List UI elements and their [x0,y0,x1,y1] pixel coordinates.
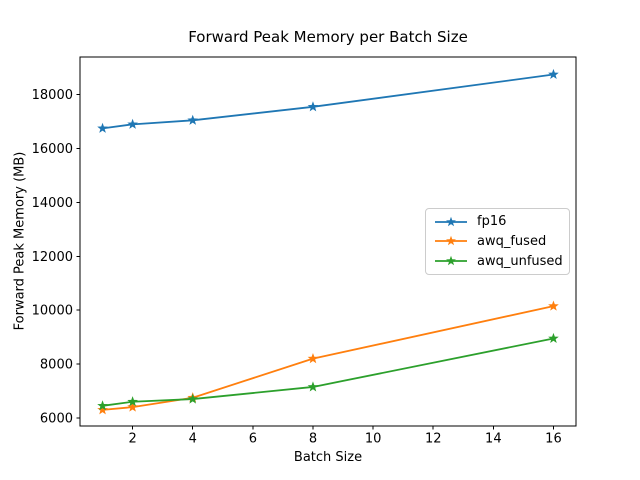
y-tick-label: 14000 [32,196,73,211]
series-marker-awq_unfused [97,400,108,411]
series-marker-fp16 [187,114,199,125]
legend-label: awq_fused [477,233,547,249]
series-marker-fp16 [127,118,138,129]
series-marker-awq_unfused [548,332,559,343]
legend-line-marker-icon [435,255,467,266]
legend-line-marker-icon [435,216,467,227]
x-tick-label: 6 [249,432,257,447]
series-line-fp16 [101,73,555,130]
series-marker-fp16 [307,101,319,112]
series-marker-awq_unfused [127,396,138,407]
axes-box [79,56,577,427]
x-tick-label: 4 [189,432,197,447]
y-tick-label: 16000 [32,142,73,157]
y-tick-label: 10000 [32,304,73,319]
series-line-awq_fused [101,305,555,411]
legend-item-awq-fused: awq_fused [434,232,563,251]
series-marker-fp16 [548,68,559,80]
legend-label: awq_unfused [477,253,563,269]
x-tick-label: 12 [425,432,442,447]
series-marker-awq_fused [97,404,108,415]
x-tick-label: 8 [309,432,317,447]
series-marker-awq_fused [548,300,559,311]
y-axis-label: Forward Peak Memory (MB) [12,151,28,331]
x-tick-label: 16 [545,432,562,447]
series-marker-fp16 [97,122,108,133]
series-marker-awq_unfused [187,393,199,404]
y-tick-label: 6000 [40,411,73,426]
series-marker-awq_fused [127,401,138,412]
y-tick-label: 8000 [40,358,73,373]
legend-label: fp16 [477,214,507,230]
x-tick-label: 10 [365,432,382,447]
series-line-awq_unfused [101,337,555,407]
y-tick-label: 12000 [32,250,73,265]
chart-title: Forward Peak Memory per Batch Size [188,28,468,46]
x-tick-label: 2 [128,432,136,447]
y-tick-label: 18000 [32,88,73,103]
series-marker-awq_unfused [307,381,319,392]
legend-line-marker-icon [435,236,467,246]
legend: fp16 awq_fused awq_unfused [425,208,570,275]
legend-item-awq-unfused: awq_unfused [434,252,563,271]
x-axis-label: Batch Size [293,450,363,465]
x-tick-label: 14 [485,432,502,447]
legend-item-fp16: fp16 [434,212,563,231]
series-marker-awq_fused [307,353,319,364]
